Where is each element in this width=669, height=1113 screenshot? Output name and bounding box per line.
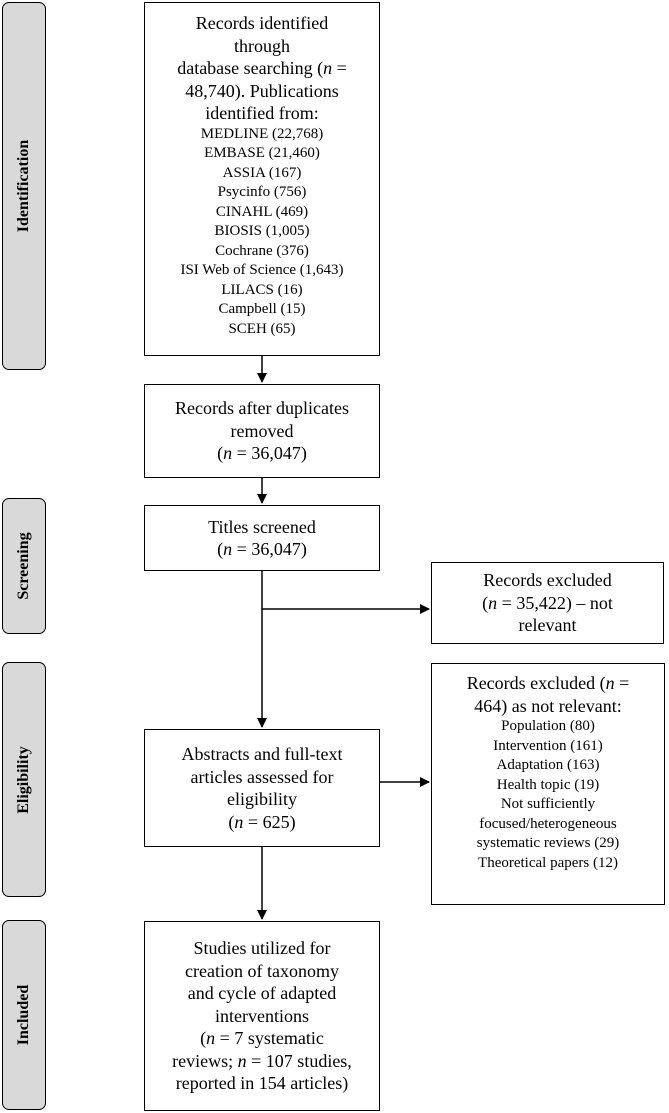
studies-utilized-line6: reviews; n = 107 studies,	[172, 1050, 352, 1071]
phase-included: Included	[2, 920, 46, 1110]
records-excluded-line1: Records excluded	[483, 570, 612, 591]
studies-utilized-line1: Studies utilized for	[193, 938, 331, 959]
exclusion-reason: focused/heterogeneous	[479, 815, 617, 832]
studies-utilized-line3: and cycle of adapted	[187, 983, 337, 1004]
duplicates-removed-line2: removed	[230, 420, 294, 441]
records-excluded-reasons-line2: 464) as not relevant:	[474, 695, 622, 716]
records-identified-box: Records identified through database sear…	[144, 2, 380, 356]
abstracts-assessed-line1: Abstracts and full-text	[181, 744, 343, 764]
phase-eligibility: Eligibility	[2, 662, 46, 897]
duplicates-removed-line1: Records after duplicates	[175, 398, 349, 419]
records-identified-line2: through	[234, 35, 290, 56]
source-item: SCEH (65)	[228, 320, 296, 337]
abstracts-assessed-count: (n = 625)	[228, 811, 296, 832]
exclusion-reason: systematic reviews (29)	[476, 835, 620, 851]
source-item: Campbell (15)	[218, 301, 306, 317]
phase-identification: Identification	[2, 2, 46, 370]
studies-utilized-line4: interventions	[215, 1005, 309, 1026]
titles-screened-box: Titles screened (n = 36,047)	[144, 505, 380, 571]
records-identified-line4: 48,740). Publications	[185, 80, 339, 101]
source-item: MEDLINE (22,768)	[200, 125, 324, 142]
records-excluded-line2: (n = 35,422) – not	[482, 592, 613, 613]
duplicates-removed-box: Records after duplicates removed (n = 36…	[144, 384, 380, 478]
exclusion-reason: Not sufficiently	[500, 796, 596, 812]
exclusion-reason: Health topic (19)	[496, 776, 600, 793]
records-identified-line1: Records identified	[195, 13, 329, 33]
duplicates-removed-count: (n = 36,047)	[217, 443, 307, 464]
titles-screened-count: (n = 36,047)	[217, 539, 307, 559]
source-item: ISI Web of Science (1,643)	[180, 262, 344, 278]
records-excluded-line3: relevant	[518, 615, 577, 636]
exclusion-reason: Adaptation (163)	[496, 757, 600, 773]
phase-screening: Screening	[2, 498, 46, 634]
source-item: BIOSIS (1,005)	[214, 223, 310, 239]
exclusion-reason: Population (80)	[501, 718, 595, 734]
studies-utilized-line7: reported in 154 articles)	[175, 1073, 349, 1094]
exclusion-reason: Intervention (161)	[493, 737, 603, 754]
abstracts-assessed-line3: eligibility	[227, 789, 297, 809]
abstracts-assessed-box: Abstracts and full-text articles assesse…	[144, 729, 380, 847]
records-identified-line5: identified from:	[205, 103, 319, 123]
source-item: ASSIA (167)	[222, 164, 302, 181]
source-item: LILACS (16)	[221, 281, 303, 298]
studies-utilized-line5: (n = 7 systematic	[200, 1028, 324, 1049]
source-item: CINAHL (469)	[215, 203, 309, 220]
studies-utilized-box: Studies utilized for creation of taxonom…	[144, 921, 380, 1111]
studies-utilized-line2: creation of taxonomy	[185, 960, 339, 981]
records-excluded-not-relevant-box: Records excluded (n = 35,422) – not rele…	[431, 562, 664, 644]
source-item: Cochrane (376)	[215, 242, 309, 259]
exclusion-reason: Theoretical papers (12)	[478, 854, 618, 871]
abstracts-assessed-line2: articles assessed for	[190, 766, 334, 787]
titles-screened-line1: Titles screened	[208, 516, 316, 537]
source-item: EMBASE (21,460)	[204, 145, 320, 161]
records-excluded-reasons-line1: Records excluded (n =	[466, 673, 630, 693]
source-item: Psycinfo (756)	[217, 184, 307, 200]
records-identified-line3: database searching (n =	[177, 58, 347, 78]
records-excluded-reasons-box: Records excluded (n = 464) as not releva…	[431, 663, 665, 905]
